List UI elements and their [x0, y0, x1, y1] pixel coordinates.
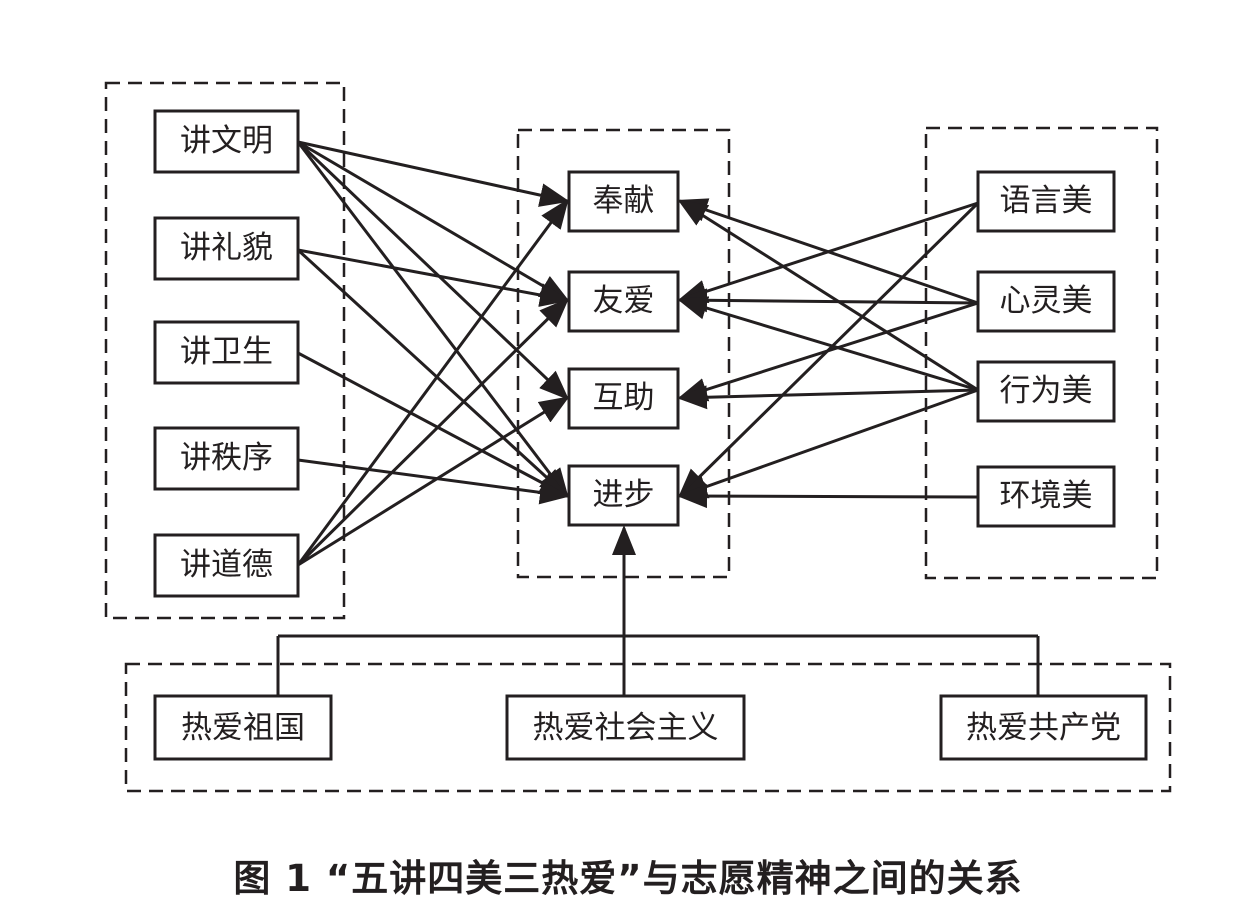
node-jinbu: 进步: [567, 464, 680, 527]
edge-limao-jinbu: [296, 248, 570, 499]
node-label: 心灵美: [1000, 283, 1093, 319]
node-jiang-wenming: 讲文明: [153, 109, 300, 174]
node-label: 讲秩序: [180, 440, 273, 476]
edge-wenming-fengxian: [297, 140, 570, 207]
node-label: 环境美: [1000, 478, 1093, 514]
node-jiang-weisheng: 讲卫生: [153, 320, 300, 385]
edge-xingwei-huzhu: [677, 385, 979, 410]
edge-daode-youai: [296, 297, 570, 567]
edges: [276, 140, 1040, 696]
node-xingweimei: 行为美: [976, 360, 1116, 423]
node-jiang-limao: 讲礼貌: [153, 216, 300, 281]
node-fengxian: 奉献: [567, 170, 680, 233]
figure-caption: 图 1 “五讲四美三热爱”与志愿精神之间的关系: [233, 857, 1023, 900]
edge-wenming-huzhu: [296, 140, 570, 401]
edge-xingwei-fengxian: [677, 199, 979, 392]
node-label: 行为美: [1000, 373, 1093, 409]
node-label: 讲文明: [180, 123, 273, 159]
edge-zhixu-jinbu: [297, 458, 570, 505]
edge-wenming-jinbu: [296, 141, 569, 499]
node-label: 讲卫生: [180, 334, 273, 370]
node-yuyanmei: 语言美: [976, 170, 1116, 233]
edge-weisheng-jinbu: [297, 351, 570, 498]
node-label: 讲礼貌: [180, 230, 273, 266]
node-huanjingmei: 环境美: [976, 465, 1116, 528]
edge-xinling-huzhu: [677, 301, 979, 402]
node-label: 热爱社会主义: [533, 710, 719, 746]
edge-xinling-youai: [677, 288, 979, 313]
node-reai-shehuizhuyi: 热爱社会主义: [505, 694, 746, 761]
node-label: 进步: [593, 477, 655, 513]
group-sanreai: [124, 662, 1172, 793]
node-label: 互助: [593, 380, 655, 416]
node-label: 讲道德: [180, 547, 273, 583]
edge-wenming-youai: [297, 140, 570, 302]
node-jiang-daode: 讲道德: [153, 533, 300, 598]
node-label: 热爱祖国: [181, 710, 305, 746]
edge-daode-huzhu: [297, 396, 570, 567]
node-reai-zuguo: 热爱祖国: [153, 694, 333, 761]
relationship-diagram: 讲文明 讲礼貌 讲卫生 讲秩序 讲道德 奉献 友爱 互助 进步 语言美 心灵美: [104, 81, 1172, 793]
edge-xinling-fengxian: [677, 198, 979, 305]
group-wujiang: [104, 81, 346, 620]
node-reai-gongchandang: 热爱共产党: [939, 694, 1148, 761]
group-simei: [924, 126, 1159, 580]
edge-xingwei-youai: [677, 296, 979, 392]
node-label: 语言美: [1000, 183, 1093, 219]
node-jiang-zhixu: 讲秩序: [153, 426, 300, 491]
edge-daode-fengxian: [296, 198, 569, 566]
node-xinlingmei: 心灵美: [976, 270, 1116, 333]
node-youai: 友爱: [567, 270, 680, 333]
node-huzhu: 互助: [567, 367, 680, 430]
node-label: 奉献: [593, 183, 655, 219]
node-label: 热爱共产党: [966, 710, 1121, 746]
edge-xingwei-jinbu: [677, 388, 979, 499]
node-label: 友爱: [593, 283, 655, 319]
edge-huanjing-jinbu: [677, 484, 979, 509]
edge-limao-youai: [297, 248, 570, 307]
